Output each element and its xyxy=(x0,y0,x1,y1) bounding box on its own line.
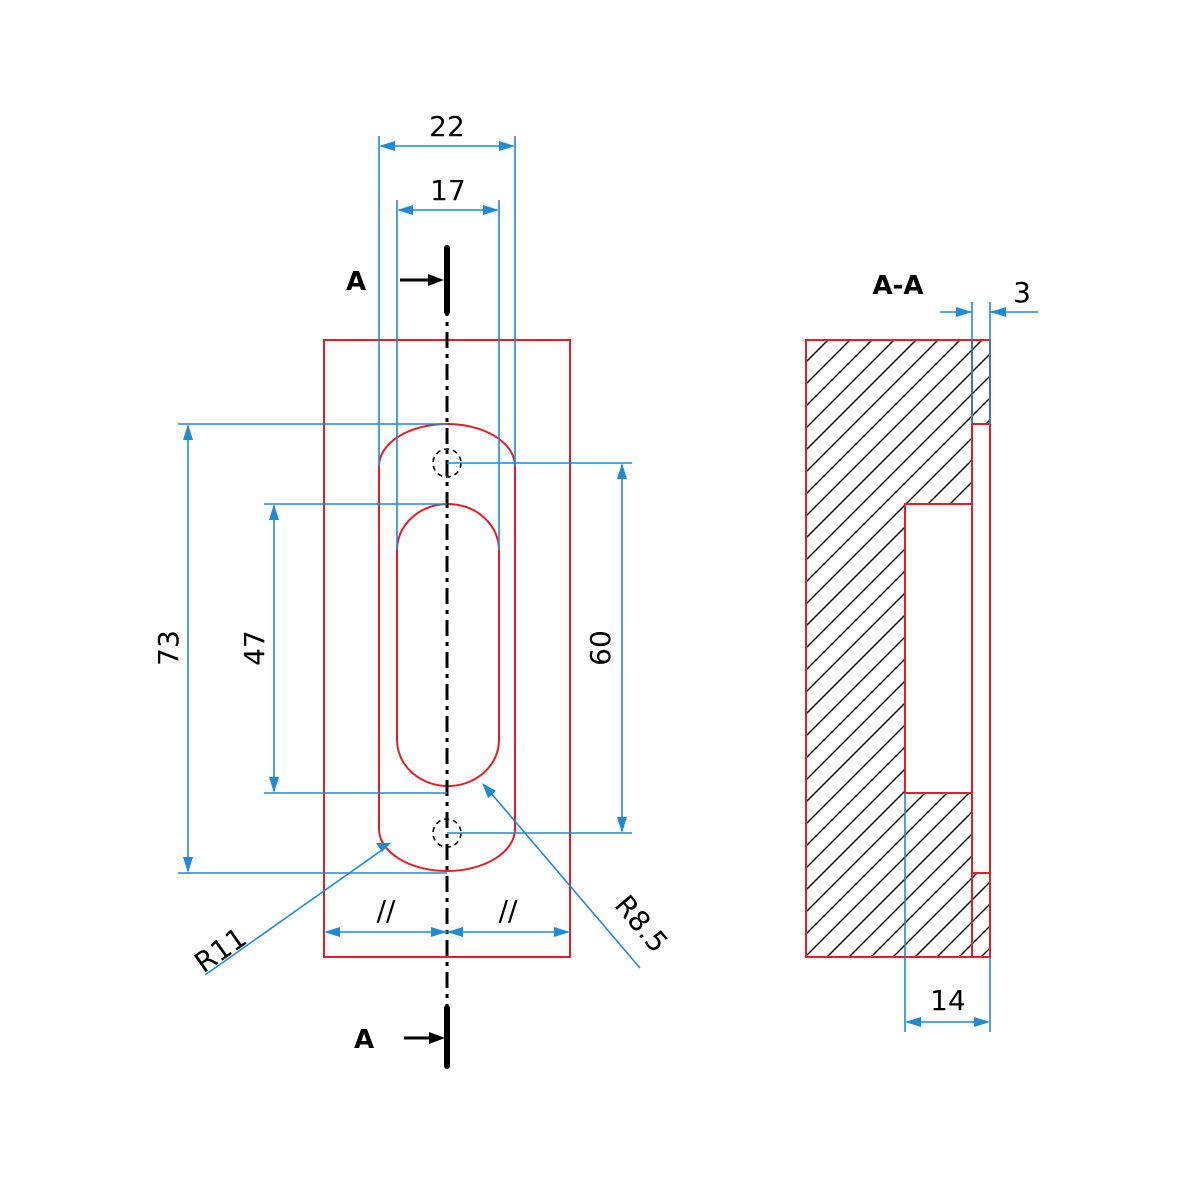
dim-text-sym-right: // xyxy=(499,894,518,927)
hatch-line xyxy=(871,340,990,957)
hatch-line xyxy=(806,340,990,957)
dim-text-60: 60 xyxy=(584,630,617,666)
section-view: A-A xyxy=(805,271,991,958)
outer-slot-outline xyxy=(378,423,516,872)
section-marker-bottom: A xyxy=(354,1025,374,1055)
hatch-line xyxy=(806,340,990,957)
hatch-line xyxy=(806,340,947,957)
hatch-line xyxy=(806,340,969,957)
dimension-73: 73 xyxy=(152,423,447,874)
section-hatching xyxy=(806,340,990,957)
hatch-line xyxy=(893,340,990,957)
hatch-line xyxy=(806,340,990,957)
dim-text-r85: R8.5 xyxy=(608,889,674,959)
hatch-line xyxy=(806,340,990,957)
hatch-line xyxy=(806,340,990,957)
hatch-line xyxy=(806,340,990,957)
hatch-line xyxy=(806,340,990,957)
hatch-line xyxy=(806,340,990,957)
hatch-line xyxy=(806,340,990,957)
dim-text-14: 14 xyxy=(930,984,966,1017)
hatch-line xyxy=(806,340,990,957)
dim-text-3: 3 xyxy=(1013,276,1031,309)
hatch-line xyxy=(806,340,990,957)
cut-arrow-bottom xyxy=(404,1032,445,1044)
leader-r11: R11 xyxy=(189,843,391,980)
hatch-line xyxy=(806,340,990,957)
hatch-line xyxy=(806,340,990,957)
cut-arrow-top xyxy=(400,274,444,286)
dim-text-sym-left: // xyxy=(377,894,396,927)
hatch-line xyxy=(806,340,990,957)
dimension-17: 17 xyxy=(396,174,500,550)
dimension-47: 47 xyxy=(238,503,447,794)
hatch-line xyxy=(806,340,990,957)
hatch-line xyxy=(915,340,990,957)
hatch-line xyxy=(806,340,990,957)
dimension-22: 22 xyxy=(378,110,516,466)
leader-r85: R8.5 xyxy=(482,783,674,969)
dimension-3: 3 xyxy=(940,276,1038,424)
hatch-line xyxy=(806,340,903,957)
hatch-line xyxy=(806,340,990,957)
hatch-line xyxy=(806,340,990,957)
hatch-line xyxy=(937,340,990,957)
section-label: A-A xyxy=(872,271,923,301)
section-lip-cavity xyxy=(971,423,991,874)
dimension-symmetry: // // xyxy=(324,894,570,937)
hatch-line xyxy=(806,340,881,957)
hatch-line xyxy=(806,340,990,957)
dimension-14: 14 xyxy=(904,793,991,1032)
dim-text-22: 22 xyxy=(429,110,465,143)
hatch-line xyxy=(806,340,990,957)
dim-text-47: 47 xyxy=(238,630,271,666)
hatch-line xyxy=(827,340,990,957)
dim-text-r11: R11 xyxy=(189,921,253,980)
dim-text-73: 73 xyxy=(152,630,185,666)
hatch-line xyxy=(849,340,990,957)
dimension-60: 60 xyxy=(447,462,632,834)
front-view: A A xyxy=(323,245,571,1069)
hatch-line xyxy=(806,340,990,957)
hatch-line xyxy=(806,340,990,957)
hatch-line xyxy=(806,340,990,957)
hatch-line xyxy=(806,340,990,957)
inner-slot-outline xyxy=(396,503,500,787)
hatch-line xyxy=(806,340,925,957)
section-marker-top: A xyxy=(346,267,366,297)
dim-text-17: 17 xyxy=(430,174,466,207)
